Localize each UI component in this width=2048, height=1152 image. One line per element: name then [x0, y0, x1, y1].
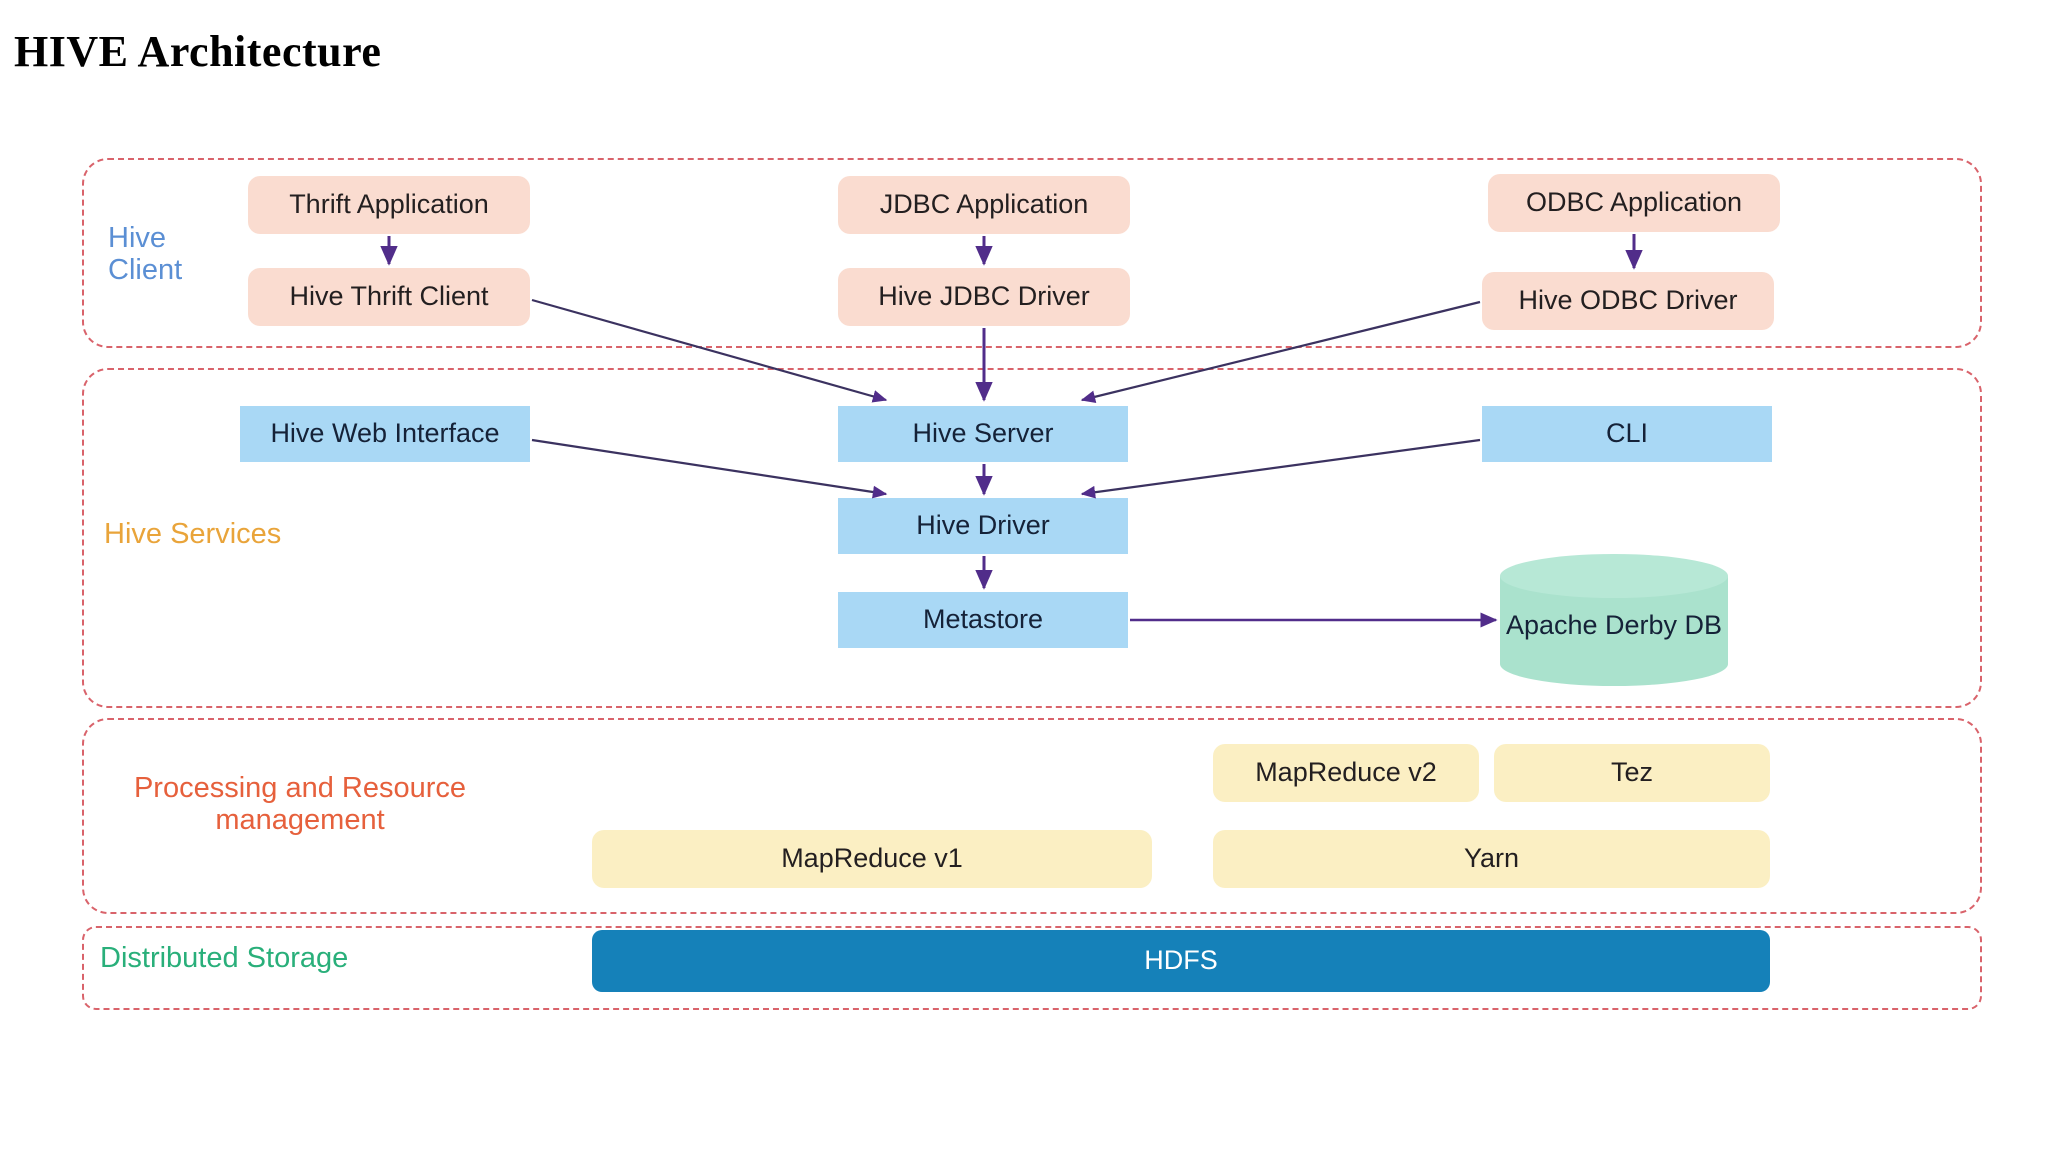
- section-hive-client: [82, 158, 1982, 348]
- node-hdfs[interactable]: HDFS: [592, 930, 1770, 992]
- section-label-hive-services: Hive Services: [104, 518, 282, 550]
- node-apache-derby-db-label: Apache Derby DB: [1505, 610, 1723, 641]
- node-hive-jdbc-driver[interactable]: Hive JDBC Driver: [838, 268, 1130, 326]
- section-label-hive-client: Hive Client: [108, 222, 183, 287]
- node-hive-odbc-driver[interactable]: Hive ODBC Driver: [1482, 272, 1774, 330]
- section-distributed-storage: [82, 926, 1982, 1010]
- node-tez[interactable]: Tez: [1494, 744, 1770, 802]
- section-label-processing-and-resource-management: Processing and Resource management: [133, 772, 467, 837]
- node-hive-server[interactable]: Hive Server: [838, 406, 1128, 462]
- node-odbc-application[interactable]: ODBC Application: [1488, 174, 1780, 232]
- node-hive-driver[interactable]: Hive Driver: [838, 498, 1128, 554]
- cylinder-top: [1500, 554, 1728, 598]
- section-label-distributed-storage: Distributed Storage: [100, 942, 349, 974]
- section-processing-and-resource-management: [82, 718, 1982, 914]
- node-jdbc-application[interactable]: JDBC Application: [838, 176, 1130, 234]
- node-yarn[interactable]: Yarn: [1213, 830, 1770, 888]
- node-hive-web-interface[interactable]: Hive Web Interface: [240, 406, 530, 462]
- node-mapreduce-v2[interactable]: MapReduce v2: [1213, 744, 1479, 802]
- node-hive-thrift-client[interactable]: Hive Thrift Client: [248, 268, 530, 326]
- node-apache-derby-db[interactable]: Apache Derby DB: [1500, 554, 1728, 686]
- node-cli[interactable]: CLI: [1482, 406, 1772, 462]
- node-thrift-application[interactable]: Thrift Application: [248, 176, 530, 234]
- node-mapreduce-v1[interactable]: MapReduce v1: [592, 830, 1152, 888]
- node-metastore[interactable]: Metastore: [838, 592, 1128, 648]
- section-hive-services: [82, 368, 1982, 708]
- page-title: HIVE Architecture: [14, 27, 382, 76]
